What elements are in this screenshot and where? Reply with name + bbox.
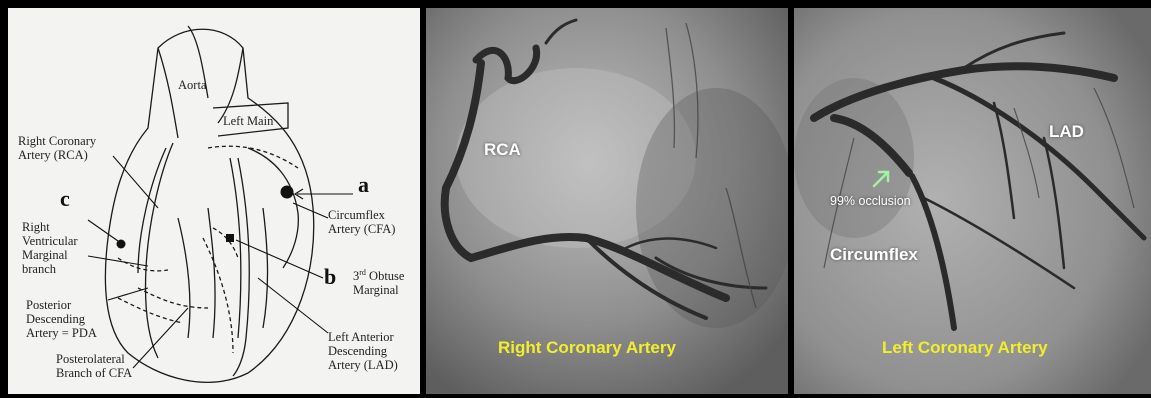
- obtuse-marginal-label: 3rd Obtuse Marginal: [353, 266, 404, 297]
- occlusion-label: 99% occlusion: [830, 194, 911, 208]
- right-coronary-caption: Right Coronary Artery: [498, 338, 676, 358]
- lad-angio-label: LAD: [1049, 122, 1084, 142]
- rca-vessel-label: RCA: [484, 140, 521, 160]
- rca-angiogram-panel: RCA Right Coronary Artery: [426, 8, 788, 394]
- marker-c: c: [60, 192, 70, 206]
- lca-angiogram-panel: LAD 99% occlusion Circumflex Left Corona…: [794, 8, 1151, 394]
- marker-b: b: [324, 270, 336, 284]
- aorta-label: Aorta: [178, 78, 206, 92]
- left-main-label: Left Main: [223, 114, 273, 128]
- marker-a: a: [358, 178, 369, 192]
- circumflex-angio-label: Circumflex: [830, 245, 918, 265]
- left-coronary-caption: Left Coronary Artery: [882, 338, 1048, 358]
- rca-angiogram-image: [426, 8, 788, 394]
